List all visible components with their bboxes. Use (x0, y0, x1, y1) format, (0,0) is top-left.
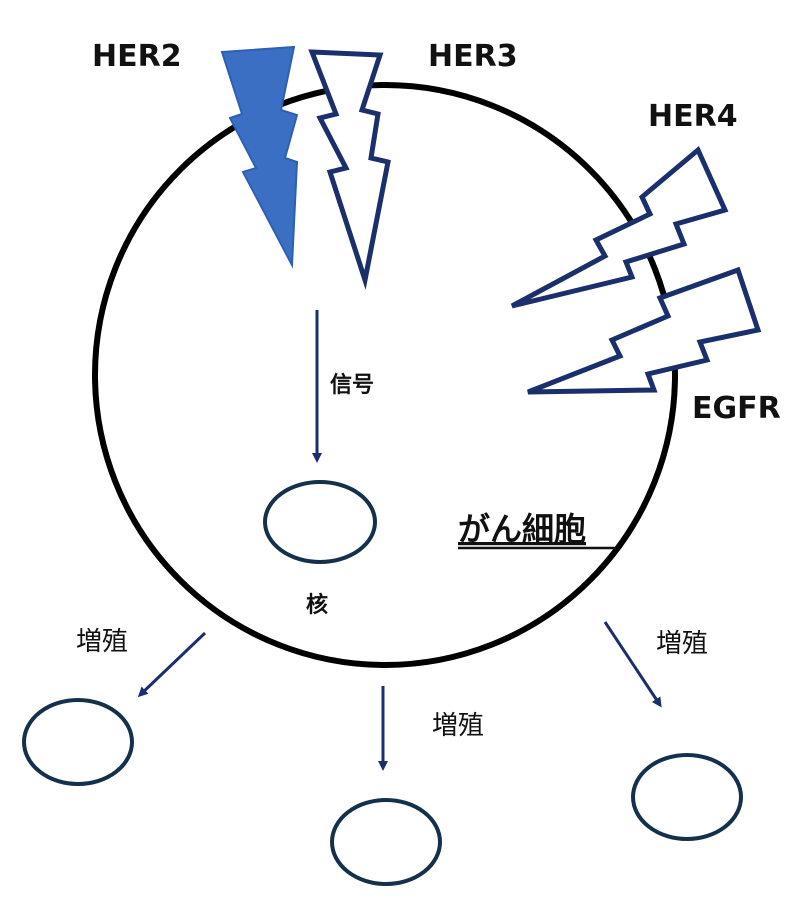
proliferation-label-center: 増殖 (432, 711, 484, 741)
her2-receptor-icon (220, 45, 299, 269)
daughter-cell-right (631, 753, 743, 841)
cancer-cell-label: がん細胞 (458, 510, 586, 548)
cell-membrane (92, 82, 678, 668)
proliferation-arrow-left (137, 631, 207, 698)
her3-receptor-icon (308, 49, 391, 290)
egfr-receptor-icon (527, 266, 762, 395)
nucleus-label: 核 (306, 592, 328, 618)
her2-label: HER2 (92, 39, 182, 74)
her3-label: HER3 (428, 39, 518, 74)
daughter-cell-left (22, 698, 134, 786)
proliferation-arrow-right (603, 621, 662, 708)
proliferation-label-left: 増殖 (76, 627, 128, 657)
proliferation-label-right: 増殖 (656, 629, 708, 659)
her4-receptor-icon (510, 145, 729, 309)
her4-label: HER4 (648, 99, 738, 134)
egfr-label: EGFR (692, 391, 781, 426)
signal-label: 信号 (330, 372, 374, 398)
nucleus (263, 480, 377, 564)
daughter-cell-center (330, 798, 442, 886)
